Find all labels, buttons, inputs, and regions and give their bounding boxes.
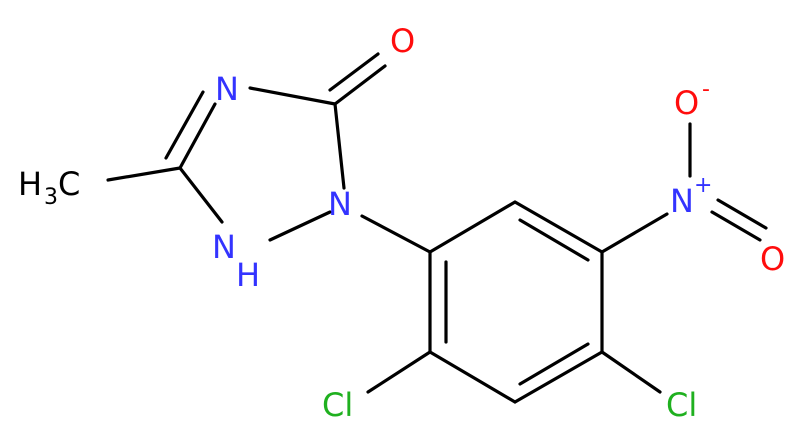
atom-o-minus: O [674,84,699,122]
bond-c3-o-double-a [333,64,387,106]
atom-n1: N [328,185,352,223]
atom-methyl-h: H [18,165,42,203]
bond-n2-n1 [268,210,332,242]
atom-n-nitro: N [670,182,694,220]
bonds [106,52,768,404]
atom-cl-left: Cl [322,386,353,424]
bond-ar-nitro [600,212,669,254]
atom-o-carbonyl: O [390,22,415,60]
atom-labels: O N N N H H 3 C N + O - O Cl Cl [18,22,785,424]
bond-ar-1 [428,200,517,254]
bond-c5-n4-double-b [164,90,205,160]
atom-o-nitro: O [760,240,785,278]
bond-c3-n2 [333,102,346,190]
atom-nh-h: H [236,256,260,294]
bond-n1-c5 [178,166,224,224]
atom-methyl-c: C [58,165,80,203]
bond-ar-2-inner [518,218,590,262]
bond-ar-2 [513,200,604,254]
atom-n-ring: N [215,70,239,108]
bond-n-o-double-b [716,198,768,230]
bond-ar-4-inner [518,342,590,386]
bond-ar-5 [428,350,517,404]
bond-c5-n4-double-a [178,102,217,170]
bond-ar-4 [513,350,604,404]
bond-ar-cl-left [366,350,432,394]
charge-minus: - [702,77,710,102]
bond-ar-cl-right [600,350,662,394]
atom-nh: N [212,228,236,266]
atom-methyl-subscript: 3 [44,185,58,210]
charge-plus: + [694,173,712,198]
bond-c5-methyl [106,166,182,182]
bond-n-o-double-a [710,210,762,242]
bond-c3-o-double-b [328,52,380,92]
atom-cl-right: Cl [666,386,697,424]
bond-n4-c3 [248,86,337,106]
bond-n2-phenyl [360,214,432,254]
